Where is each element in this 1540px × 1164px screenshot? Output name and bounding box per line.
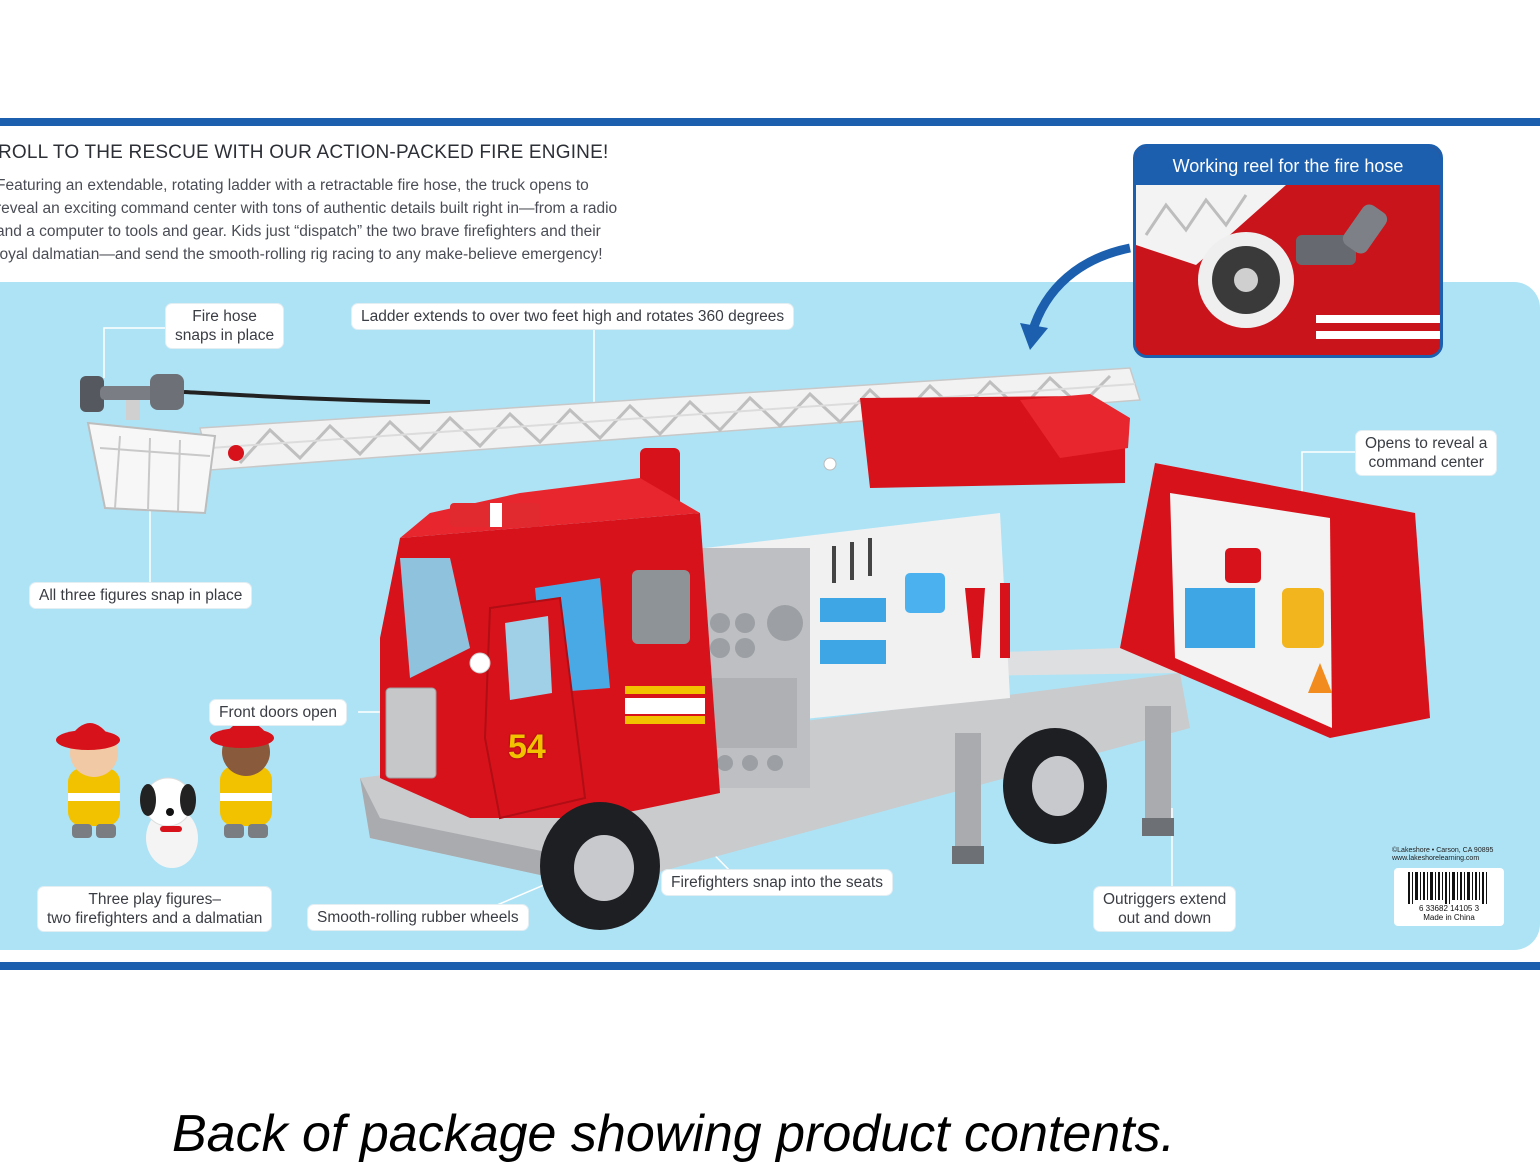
callout-front-doors: Front doors open (210, 700, 347, 725)
callout-line: snaps in place (175, 327, 275, 344)
callout-line: two firefighters and a dalmatian (47, 910, 263, 927)
made-in-label: Made in China (1423, 913, 1475, 922)
callout-line: out and down (1118, 910, 1212, 927)
callout-line: Opens to reveal a (1365, 435, 1488, 452)
callout-command-center: Opens to reveal a command center (1356, 431, 1497, 475)
package-headline: ROLL TO THE RESCUE WITH OUR ACTION-PACKE… (0, 142, 609, 163)
control-panel (700, 548, 810, 788)
hose-reel-photo (1136, 185, 1440, 355)
barcode-number: 6 33682 14105 3 (1418, 904, 1480, 913)
truck-number: 54 (508, 728, 546, 766)
play-figures (56, 721, 274, 868)
hose-reel-inset: Working reel for the fire hose (1133, 144, 1443, 358)
legal-line: www.lakeshorelearning.com (1392, 855, 1480, 862)
callout-outriggers: Outriggers extend out and down (1094, 887, 1236, 931)
callout-seats: Firefighters snap into the seats (662, 870, 892, 895)
package-back: ROLL TO THE RESCUE WITH OUR ACTION-PACKE… (0, 118, 1540, 974)
hose-nozzle (80, 374, 431, 420)
bottom-blue-band (0, 962, 1540, 970)
legal-text: ©Lakeshore • Carson, CA 90895 www.lakesh… (1392, 847, 1493, 863)
description-line: and a computer to tools and gear. Kids j… (0, 223, 601, 240)
description-line: reveal an exciting command center with t… (0, 200, 618, 217)
callout-fire-hose: Fire hose snaps in place (166, 304, 284, 348)
outriggers (952, 706, 1174, 864)
callout-line: command center (1368, 454, 1484, 471)
callout-line: Three play figures– (88, 891, 222, 908)
callout-line: Fire hose (192, 308, 257, 325)
barcode-label: 6 33682 14105 3 Made in China (1394, 868, 1504, 926)
callout-figures-snap: All three figures snap in place (30, 583, 252, 608)
image-caption: Back of package showing product contents… (172, 1105, 1176, 1163)
truck-wheels (540, 728, 1107, 930)
arrow-head (1020, 323, 1048, 350)
callout-ladder: Ladder extends to over two feet high and… (352, 304, 794, 329)
callout-play-figures: Three play figures– two firefighters and… (38, 887, 272, 931)
truck-cab (380, 478, 720, 820)
arrow-shaft (1027, 243, 1131, 335)
callout-line: Outriggers extend (1103, 891, 1227, 908)
fire-truck-illustration (56, 243, 1430, 930)
description-line: Featuring an extendable, rotating ladder… (0, 177, 589, 194)
ladder-basket (86, 421, 217, 515)
package-description: Featuring an extendable, rotating ladder… (0, 174, 686, 266)
barcode-icon (1408, 872, 1487, 904)
description-line: loyal dalmatian—and send the smooth-roll… (0, 246, 603, 263)
inset-title: Working reel for the fire hose (1136, 147, 1440, 185)
top-blue-band (0, 118, 1540, 126)
callout-wheels: Smooth-rolling rubber wheels (308, 905, 528, 930)
legal-line: ©Lakeshore • Carson, CA 90895 (1392, 847, 1494, 854)
